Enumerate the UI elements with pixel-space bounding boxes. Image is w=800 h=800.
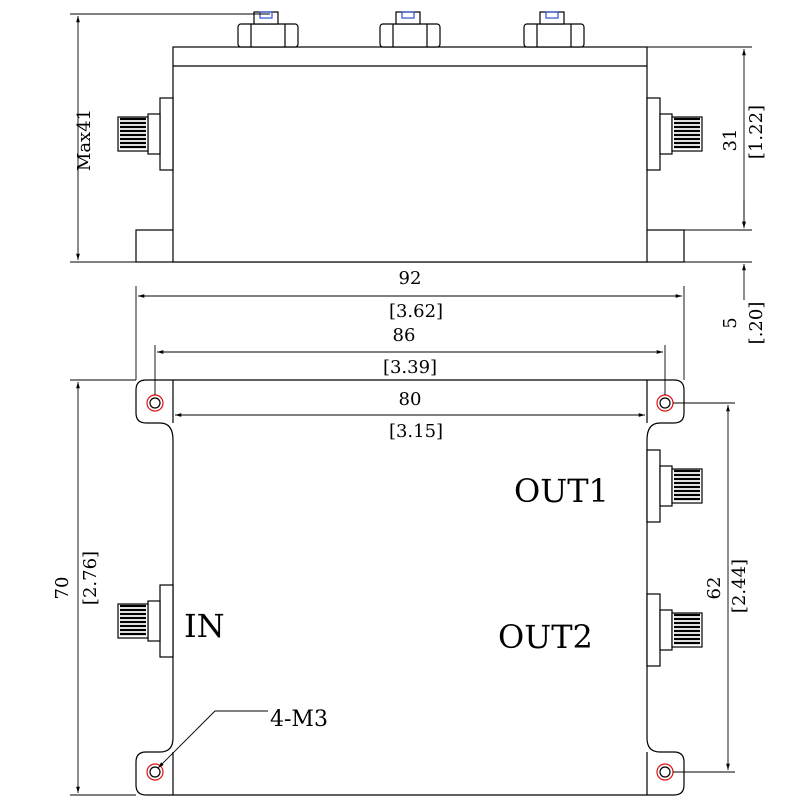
port-label-in: IN [184, 607, 225, 645]
dim-5-mm: 5 [720, 317, 741, 328]
dim-62-mm: 62 [704, 577, 725, 600]
dim-62-inch: [2.44] [729, 559, 750, 613]
dim-70-mm: 70 [52, 577, 73, 600]
dim-80-mm: 80 [399, 389, 422, 410]
out2-connector [646, 593, 703, 667]
dim-70-inch: [2.76] [80, 551, 101, 605]
dim-86-inch: [3.39] [383, 357, 437, 378]
dim-86-mm: 86 [393, 325, 416, 346]
mount-hole-top-right [656, 394, 674, 412]
top-nut-3 [523, 11, 585, 48]
side-view [70, 11, 752, 300]
dim-92-inch: [3.62] [389, 301, 443, 322]
top-view [70, 286, 735, 796]
mount-holes-label: 4-M3 [270, 707, 328, 732]
top-outline [135, 379, 685, 796]
top-nut-2 [379, 11, 441, 48]
port-label-out1: OUT1 [514, 472, 609, 510]
out1-connector [646, 449, 703, 523]
mount-hole-bottom-right [656, 763, 674, 781]
port-label-out2: OUT2 [498, 618, 593, 656]
dim-80-inch: [3.15] [389, 421, 443, 442]
in-connector [117, 584, 174, 658]
dim-31-mm: 31 [720, 129, 741, 152]
dim-92-mm: 92 [399, 268, 422, 289]
side-right-connector [646, 97, 703, 171]
side-body [172, 46, 648, 263]
top-nut-1 [237, 11, 299, 48]
m3-leader [157, 710, 268, 769]
mount-hole-bottom-left [146, 763, 164, 781]
mount-hole-top-left [146, 394, 164, 412]
dim-5-inch: [.20] [746, 302, 767, 345]
side-left-connector [117, 97, 174, 171]
dim-31-inch: [1.22] [746, 105, 767, 159]
dim-max41: Max41 [74, 109, 95, 171]
